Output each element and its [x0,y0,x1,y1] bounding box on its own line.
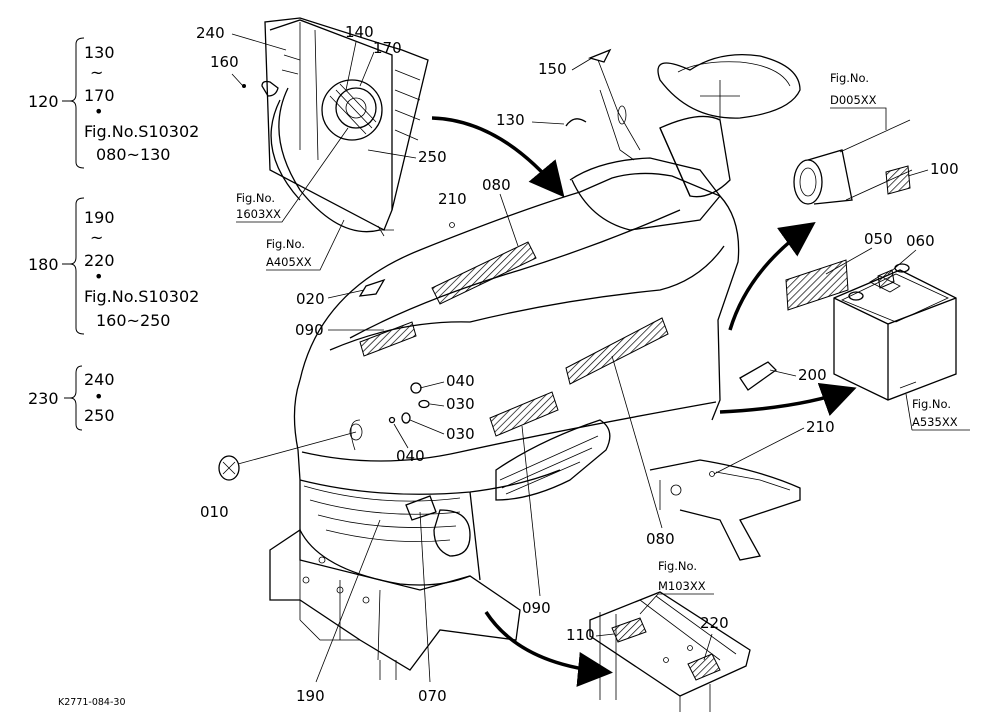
fan-shroud-assembly [242,17,429,237]
callout-030-lower: 030 [446,425,475,443]
part-200 [739,361,778,391]
callout-040-upper: 040 [446,372,475,390]
callout-010: 010 [200,503,229,521]
part-130 [565,118,587,127]
callout-150: 150 [538,60,567,78]
callout-160: 160 [210,53,239,71]
decal-100 [885,165,911,195]
figref-m103-line1: Fig.No. [658,559,697,573]
decal-080-top [431,241,537,305]
decal-090-front [359,321,417,357]
callout-060: 060 [906,232,935,250]
figref-a405-line2: A405XX [266,255,312,269]
figref-d005-line2: D005XX [830,93,877,107]
callout-080-side: 080 [646,530,675,548]
decal-080-side [565,317,669,385]
battery [833,263,957,401]
callout-110: 110 [566,626,595,644]
callout-090-front: 090 [295,321,324,339]
group-230: 230 240 • 250 [28,365,115,431]
arrow-fan-to-hood [431,116,565,198]
group-120-id: 120 [28,92,59,111]
part-020 [358,278,386,297]
arrow-to-battery [719,383,857,416]
callout-220: 220 [700,614,729,632]
part-010-emblem [218,455,240,481]
group-180-line-3: 220 [84,251,115,270]
decal-050 [785,259,849,311]
figref-a535-line2: A535XX [912,415,958,429]
callout-080-top: 080 [482,176,511,194]
callout-170: 170 [373,39,402,57]
part-040-lower [388,416,396,424]
group-230-id: 230 [28,389,59,408]
callout-140: 140 [345,23,374,41]
decal-090-side [489,391,559,437]
group-230-line-2: • [94,387,103,406]
tractor-hood-body [269,53,801,680]
callout-050: 050 [864,230,893,248]
group-120-line-5: Fig.No.S10302 [84,122,199,141]
callout-030-upper: 030 [446,395,475,413]
group-120-line-1: 130 [84,43,115,62]
group-180-id: 180 [28,255,59,274]
part-210-lower [709,471,715,477]
group-120-line-3: 170 [84,86,115,105]
group-120-line-2: ~ [90,63,103,82]
group-120: 120 130 ~ 170 • Fig.No.S10302 080~130 [28,37,199,169]
decal-060 [877,269,895,289]
group-180-line-5: Fig.No.S10302 [84,287,199,306]
figref-a535-line1: Fig.No. [912,397,951,411]
frame-detail-m103 [589,591,751,712]
arrow-to-hour-meter [728,221,816,331]
group-120-line-4: • [94,102,103,121]
decal-220 [687,653,721,681]
group-230-line-1: 240 [84,370,115,389]
diagram-code: K2771-084-30 [58,697,125,708]
part-030-upper [418,399,430,409]
group-180-line-4: • [94,267,103,286]
callout-250: 250 [418,148,447,166]
group-180: 180 190 ~ 220 • Fig.No.S10302 160~250 [28,197,199,335]
arrow-to-frame-detail [484,611,613,687]
callout-210-top: 210 [438,190,467,208]
figref-1603-line2: 1603XX [236,207,281,221]
group-180-line-6: 160~250 [96,311,170,330]
figref-d005-line1: Fig.No. [830,71,869,85]
callout-240: 240 [196,24,225,42]
part-150 [587,48,612,63]
callout-020: 020 [296,290,325,308]
part-070-badge [405,495,437,521]
callout-090-side: 090 [522,599,551,617]
figref-a405-line1: Fig.No. [266,237,305,251]
callout-100: 100 [930,160,959,178]
callout-070: 070 [418,687,447,705]
callout-200: 200 [798,366,827,384]
callout-190: 190 [296,687,325,705]
group-180-line-1: 190 [84,208,115,227]
group-120-brace [62,37,85,169]
group-230-brace [64,365,83,431]
group-180-brace [62,197,85,335]
group-180-line-2: ~ [90,228,103,247]
group-230-line-3: 250 [84,406,115,425]
callout-040-lower: 040 [396,447,425,465]
decal-110 [611,617,647,643]
part-030-lower [401,412,411,424]
callout-130: 130 [496,111,525,129]
figref-1603-line1: Fig.No. [236,191,275,205]
part-040-upper [410,382,422,394]
callout-210-right: 210 [806,418,835,436]
group-120-line-6: 080~130 [96,145,170,164]
figref-m103-line2: M103XX [658,579,706,593]
